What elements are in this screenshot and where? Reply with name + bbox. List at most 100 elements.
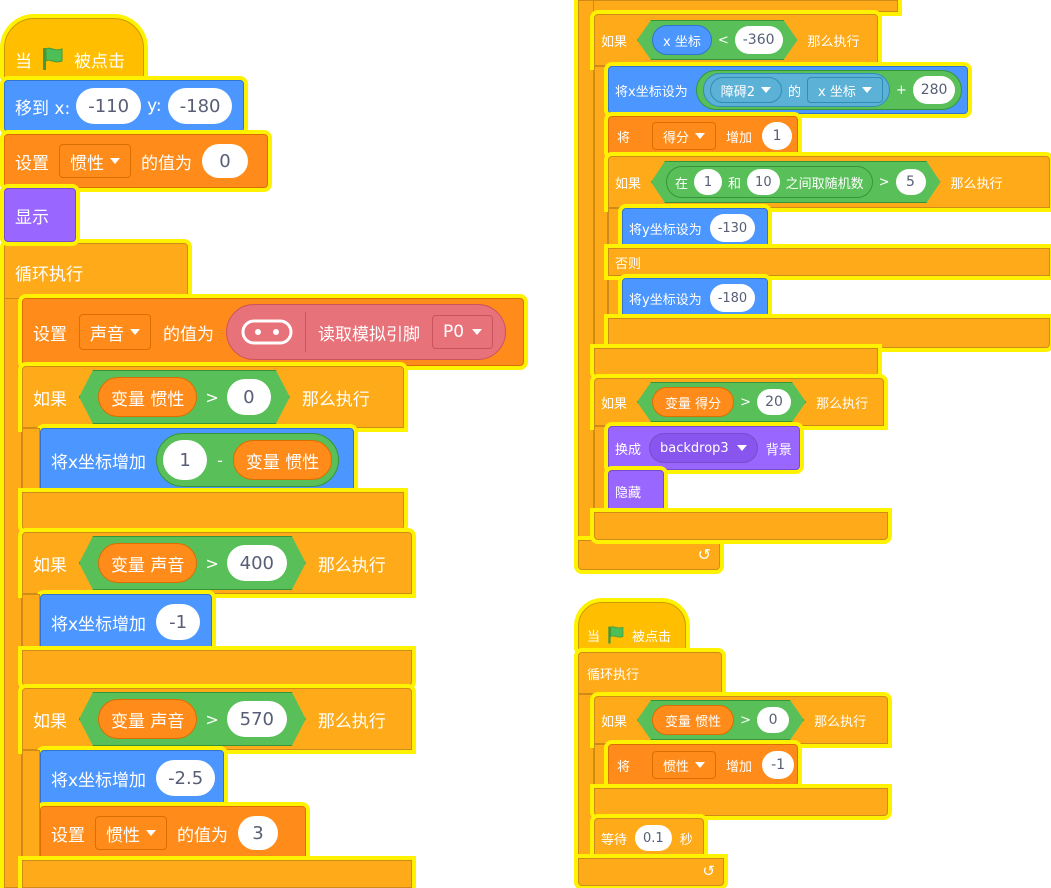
wait-block[interactable]: 等待 0.1 秒 xyxy=(594,818,704,858)
change-value-input[interactable]: -1 xyxy=(762,751,795,779)
inertia-variable-dropdown[interactable]: 惯性 xyxy=(652,751,717,779)
dropdown-arrow-icon xyxy=(695,133,706,139)
hat-clicked-label: 被点击 xyxy=(632,629,672,645)
greater-than-operator[interactable]: 变量 声音 > 570 xyxy=(79,692,306,746)
change-x-block-1[interactable]: 将x坐标增加 1 - 变量 惯性 xyxy=(40,428,354,492)
if-block-arm xyxy=(594,744,608,788)
set-value-input[interactable]: 3 xyxy=(238,816,278,850)
inertia-variable-reporter[interactable]: 变量 惯性 xyxy=(652,705,734,735)
change-x-label: 将x坐标增加 xyxy=(51,614,147,635)
set-sound-block[interactable]: 设置 声音 的值为 读取模拟引脚 P0 xyxy=(22,298,524,366)
read-analog-reporter[interactable]: 读取模拟引脚 P0 xyxy=(226,304,507,360)
set-y-input[interactable]: -130 xyxy=(709,214,756,242)
sound-variable-dropdown[interactable]: 声音 xyxy=(79,314,151,350)
add-operator[interactable]: 障碍2 的 x 坐标 + 280 xyxy=(695,70,963,110)
if-sound-400-block[interactable]: 如果 变量 声音 > 400 那么执行 xyxy=(22,532,412,594)
subtract-a-input[interactable]: 1 xyxy=(163,440,208,480)
if-block-arm xyxy=(22,594,40,650)
random-in-label: 在 xyxy=(675,176,689,192)
else-label: 否则 xyxy=(615,256,642,272)
backdrop-dropdown[interactable]: backdrop3 xyxy=(649,433,758,463)
set-y-block-1[interactable]: 将y坐标设为 -130 xyxy=(622,208,768,248)
hide-block[interactable]: 隐藏 xyxy=(608,470,664,512)
when-flag-clicked-hat[interactable]: 当 被点击 xyxy=(578,602,686,652)
compare-value-input[interactable]: 570 xyxy=(227,701,287,737)
sound-variable-reporter[interactable]: 变量 声音 xyxy=(98,543,197,583)
compare-value-input[interactable]: 0 xyxy=(757,707,789,733)
greater-than-operator[interactable]: 变量 得分 > 20 xyxy=(637,382,806,422)
greater-than-operator[interactable]: 在 1 和 10 之间取随机数 > 5 xyxy=(651,161,941,203)
pin-dropdown[interactable]: P0 xyxy=(432,315,494,349)
set-x-block[interactable]: 将x坐标设为 障碍2 的 x 坐标 + 280 xyxy=(608,66,968,114)
if-block-arm xyxy=(594,66,608,346)
change-x-input[interactable]: -1 xyxy=(156,604,201,640)
if-sound-570-block[interactable]: 如果 变量 声音 > 570 那么执行 xyxy=(22,688,412,750)
if-x-position-block[interactable]: 如果 x 坐标 < -360 那么执行 xyxy=(594,14,878,66)
if-block-end xyxy=(22,860,412,888)
variable-dropdown[interactable]: 惯性 xyxy=(95,816,167,850)
pin-value: P0 xyxy=(443,322,465,342)
then-label: 那么执行 xyxy=(816,396,869,412)
goto-y-input[interactable]: -180 xyxy=(167,88,233,124)
if-score-block[interactable]: 如果 变量 得分 > 20 那么执行 xyxy=(594,378,884,426)
switch-backdrop-block[interactable]: 换成 backdrop3 背景 xyxy=(608,426,800,470)
change-x-block-3[interactable]: 将x坐标增加 -2.5 xyxy=(40,750,224,806)
score-variable-dropdown[interactable]: 得分 xyxy=(652,122,717,150)
change-x-label: 将x坐标增加 xyxy=(51,770,147,791)
forever-arm xyxy=(4,298,22,888)
compare-value-input[interactable]: -360 xyxy=(735,26,783,54)
forever-block[interactable]: 循环执行 xyxy=(578,652,722,694)
forever-block[interactable]: 循环执行 xyxy=(4,243,188,299)
property-dropdown[interactable]: x 坐标 xyxy=(807,77,883,103)
if-else-random-block[interactable]: 如果 在 1 和 10 之间取随机数 > 5 那么执行 xyxy=(608,156,1050,208)
dropdown-arrow-icon xyxy=(760,87,771,93)
inertia-variable-reporter[interactable]: 变量 惯性 xyxy=(98,377,197,417)
less-than-operator[interactable]: x 坐标 < -360 xyxy=(637,20,798,60)
random-from-input[interactable]: 1 xyxy=(694,169,722,195)
greater-than-operator[interactable]: 变量 声音 > 400 xyxy=(79,536,306,590)
x-position-reporter[interactable]: x 坐标 xyxy=(652,25,712,55)
greater-than-operator[interactable]: 变量 惯性 > 0 xyxy=(637,700,804,740)
sprite-dropdown[interactable]: 障碍2 xyxy=(709,77,782,103)
show-block[interactable]: 显示 xyxy=(4,188,76,242)
compare-value-input[interactable]: 400 xyxy=(227,545,287,581)
change-x-input[interactable]: -2.5 xyxy=(156,760,216,796)
goto-x-input[interactable]: -110 xyxy=(76,88,142,124)
when-flag-clicked-hat[interactable]: 当 被点击 xyxy=(4,18,144,80)
inertia-variable-reporter[interactable]: 变量 惯性 xyxy=(232,440,333,480)
random-reporter[interactable]: 在 1 和 10 之间取随机数 xyxy=(666,166,873,198)
if-block-arm xyxy=(594,426,608,512)
compare-value-input[interactable]: 20 xyxy=(757,389,791,415)
compare-value-input[interactable]: 5 xyxy=(896,169,926,195)
set-y-input[interactable]: -180 xyxy=(709,284,756,312)
set-value-input[interactable]: 0 xyxy=(202,144,248,178)
add-value-input[interactable]: 280 xyxy=(912,76,956,104)
operator-symbol: > xyxy=(205,553,219,573)
change-inertia-block[interactable]: 将 惯性 增加 -1 xyxy=(608,744,798,786)
if-inertia-block[interactable]: 如果 变量 惯性 > 0 那么执行 xyxy=(22,366,404,428)
if-inertia-block[interactable]: 如果 变量 惯性 > 0 那么执行 xyxy=(594,696,888,744)
compare-value-input[interactable]: 0 xyxy=(227,379,271,415)
change-value-input[interactable]: 1 xyxy=(762,122,793,150)
set-y-block-2[interactable]: 将y坐标设为 -180 xyxy=(622,278,768,318)
random-suffix-label: 之间取随机数 xyxy=(785,176,864,192)
random-to-input[interactable]: 10 xyxy=(747,169,780,195)
variable-dropdown[interactable]: 惯性 xyxy=(59,144,131,178)
set-variable-block[interactable]: 设置 惯性 的值为 0 xyxy=(4,134,268,188)
change-score-block[interactable]: 将 得分 增加 1 xyxy=(608,116,798,156)
wait-seconds-input[interactable]: 0.1 xyxy=(635,825,672,851)
sensing-of-reporter[interactable]: 障碍2 的 x 坐标 xyxy=(702,73,890,107)
variable-dropdown-value: 惯性 xyxy=(106,825,140,846)
change-label: 将 xyxy=(617,130,631,146)
subtract-operator[interactable]: 1 - 变量 惯性 xyxy=(156,433,340,487)
sound-variable-reporter[interactable]: 变量 声音 xyxy=(98,699,197,739)
change-x-block-2[interactable]: 将x坐标增加 -1 xyxy=(40,594,212,650)
greater-than-operator[interactable]: 变量 惯性 > 0 xyxy=(79,370,290,424)
forever-label: 循环执行 xyxy=(587,667,640,683)
score-variable-reporter[interactable]: 变量 得分 xyxy=(652,387,734,417)
set-inertia-block[interactable]: 设置 惯性 的值为 3 xyxy=(40,806,306,860)
set-x-label: 将x坐标设为 xyxy=(615,84,688,100)
sound-variable-value: 声音 xyxy=(90,324,124,345)
dropdown-arrow-icon xyxy=(695,762,706,768)
goto-xy-block[interactable]: 移到 x: -110 y: -180 xyxy=(4,80,244,132)
